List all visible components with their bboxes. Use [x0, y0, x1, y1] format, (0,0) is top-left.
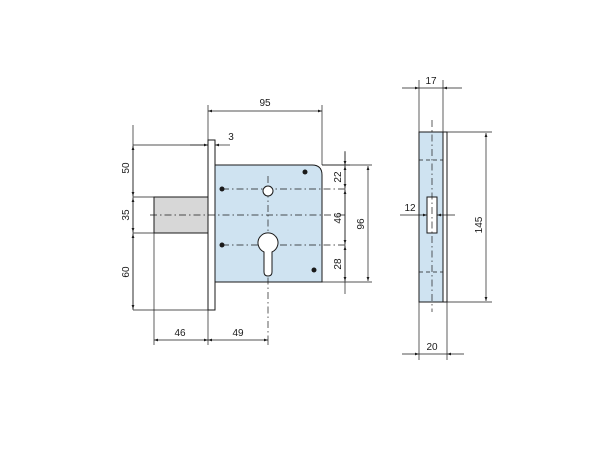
- dim-top-to-bolt: 50: [121, 162, 132, 174]
- spindle-hole: [262, 185, 274, 197]
- dim-backset: 49: [232, 328, 244, 339]
- screw-dot-2: [302, 169, 308, 175]
- dim-bolt-height: 35: [121, 209, 132, 221]
- dim-case-height: 96: [356, 218, 367, 230]
- faceplate-front: [207, 139, 216, 311]
- screw-dot-1: [219, 186, 225, 192]
- dim-faceplate-width: 20: [426, 342, 438, 353]
- cylinder-cutout: [257, 232, 279, 277]
- screw-dot-3: [219, 242, 225, 248]
- dim-bolt-to-bottom: 60: [121, 266, 132, 278]
- screw-dot-4: [311, 267, 317, 273]
- dim-side-thickness: 17: [425, 76, 437, 87]
- dim-faceplate-height: 145: [474, 216, 485, 233]
- dim-faceplate-thickness: 3: [228, 132, 234, 143]
- side-dimensions: 17 12 145 20: [400, 76, 492, 360]
- front-view: [150, 139, 345, 338]
- dim-hole-spacing: 46: [333, 212, 344, 224]
- lock-case: [214, 164, 323, 283]
- dim-bolt-slot: 12: [404, 203, 416, 214]
- side-view: [418, 120, 448, 312]
- front-dimensions: 95 3 50 35 60 46 49 22 46 28: [121, 98, 372, 345]
- dim-upper-hole: 22: [333, 171, 344, 183]
- dim-lower-hole: 28: [333, 258, 344, 270]
- dim-case-width: 95: [259, 98, 271, 109]
- dim-bolt-throw: 46: [174, 328, 186, 339]
- side-faceplate: [442, 131, 448, 303]
